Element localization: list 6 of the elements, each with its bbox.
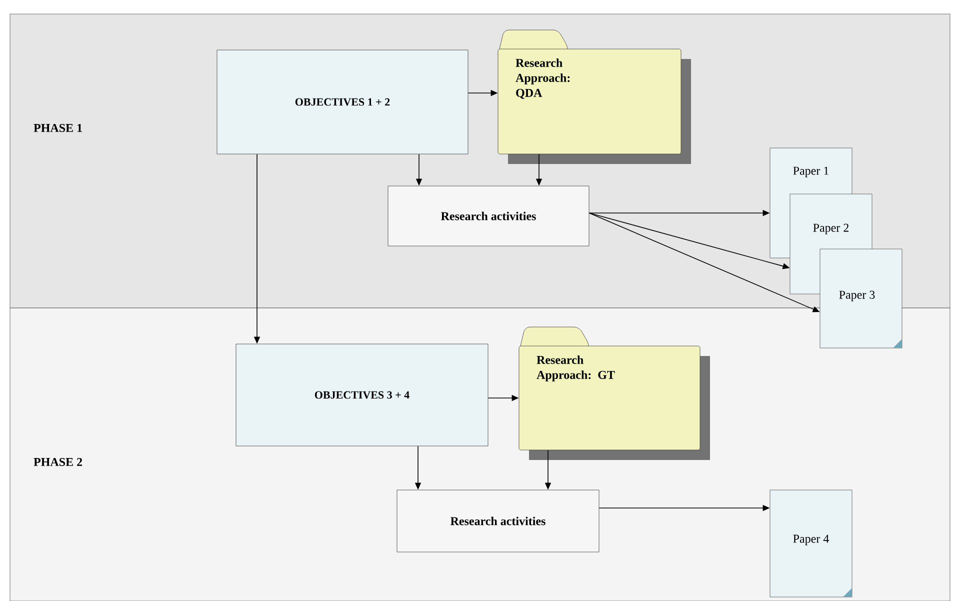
paper-sheet: Paper 4 [770, 490, 852, 598]
activities-box: Research activities [388, 186, 590, 246]
activities-box: Research activities [396, 490, 600, 552]
objectives-box: OBJECTIVES 3 + 4 [236, 344, 488, 446]
paper-sheet: Paper 3 [820, 248, 902, 348]
objectives-box: OBJECTIVES 1 + 2 [216, 50, 468, 154]
